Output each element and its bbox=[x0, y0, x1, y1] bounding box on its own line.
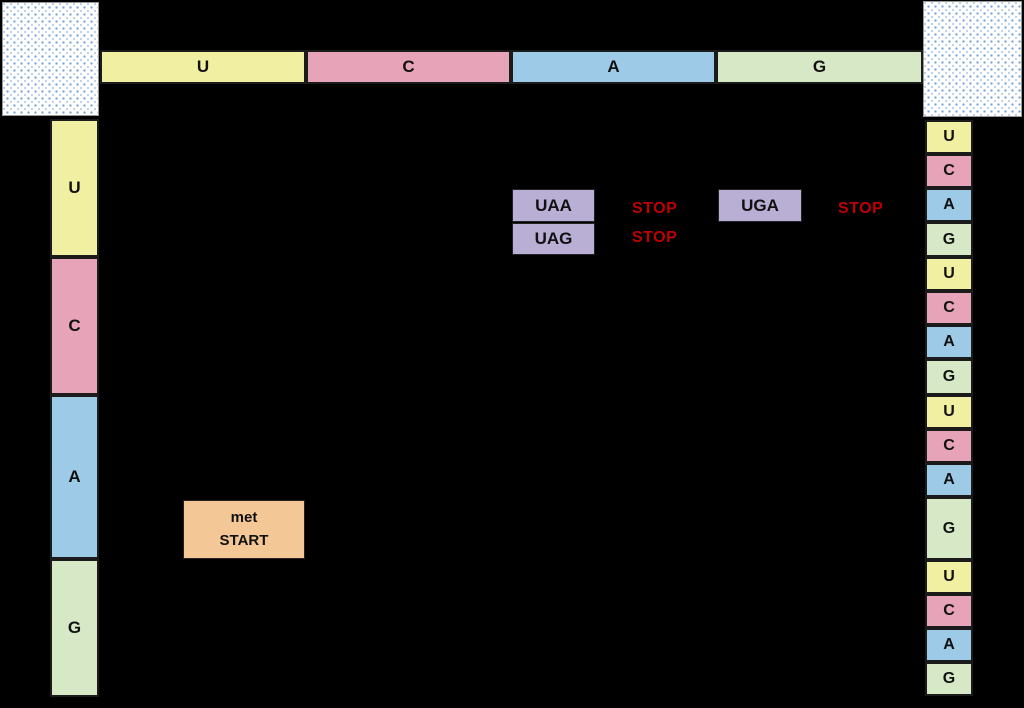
corner-pattern-top-right bbox=[923, 1, 1022, 117]
right-axis-cell: U bbox=[925, 120, 973, 154]
start-codon-start-label: START bbox=[219, 531, 269, 549]
start-codon-amino-acid: met bbox=[230, 509, 258, 526]
codon-box-uag: UAG bbox=[512, 223, 595, 255]
right-axis-cell: U bbox=[925, 257, 973, 291]
top-axis-cell-u: U bbox=[100, 50, 306, 84]
corner-pattern-top-left bbox=[2, 2, 99, 116]
right-axis-cell: C bbox=[925, 154, 973, 188]
right-axis-cell: C bbox=[925, 429, 973, 463]
top-axis-cell-g: G bbox=[716, 50, 923, 84]
right-axis-cell: C bbox=[925, 594, 973, 628]
left-axis-cell-g: G bbox=[50, 559, 99, 697]
start-codon-box: met START bbox=[183, 500, 305, 559]
stop-label-uag: STOP bbox=[632, 228, 678, 246]
codon-box-uga: UGA bbox=[718, 189, 802, 222]
right-axis-cell: G bbox=[925, 662, 973, 696]
left-axis-cell-c: C bbox=[50, 257, 99, 395]
codon-box-uaa: UAA bbox=[512, 189, 595, 222]
right-axis-cell: G bbox=[925, 359, 973, 395]
right-axis-cell: A bbox=[925, 463, 973, 497]
top-axis-cell-a: A bbox=[511, 50, 716, 84]
top-axis-cell-c: C bbox=[306, 50, 511, 84]
left-axis-cell-u: U bbox=[50, 119, 99, 257]
right-axis-cell: A bbox=[925, 188, 973, 222]
right-axis-cell: U bbox=[925, 560, 973, 594]
stop-label-uaa: STOP bbox=[632, 199, 678, 217]
left-axis-cell-a: A bbox=[50, 395, 99, 559]
stop-label-uga: STOP bbox=[838, 199, 884, 217]
right-axis-cell: A bbox=[925, 325, 973, 359]
right-axis-cell: U bbox=[925, 395, 973, 429]
right-axis-cell: G bbox=[925, 497, 973, 560]
right-axis-cell: G bbox=[925, 222, 973, 257]
right-axis-cell: C bbox=[925, 291, 973, 325]
right-axis-cell: A bbox=[925, 628, 973, 662]
